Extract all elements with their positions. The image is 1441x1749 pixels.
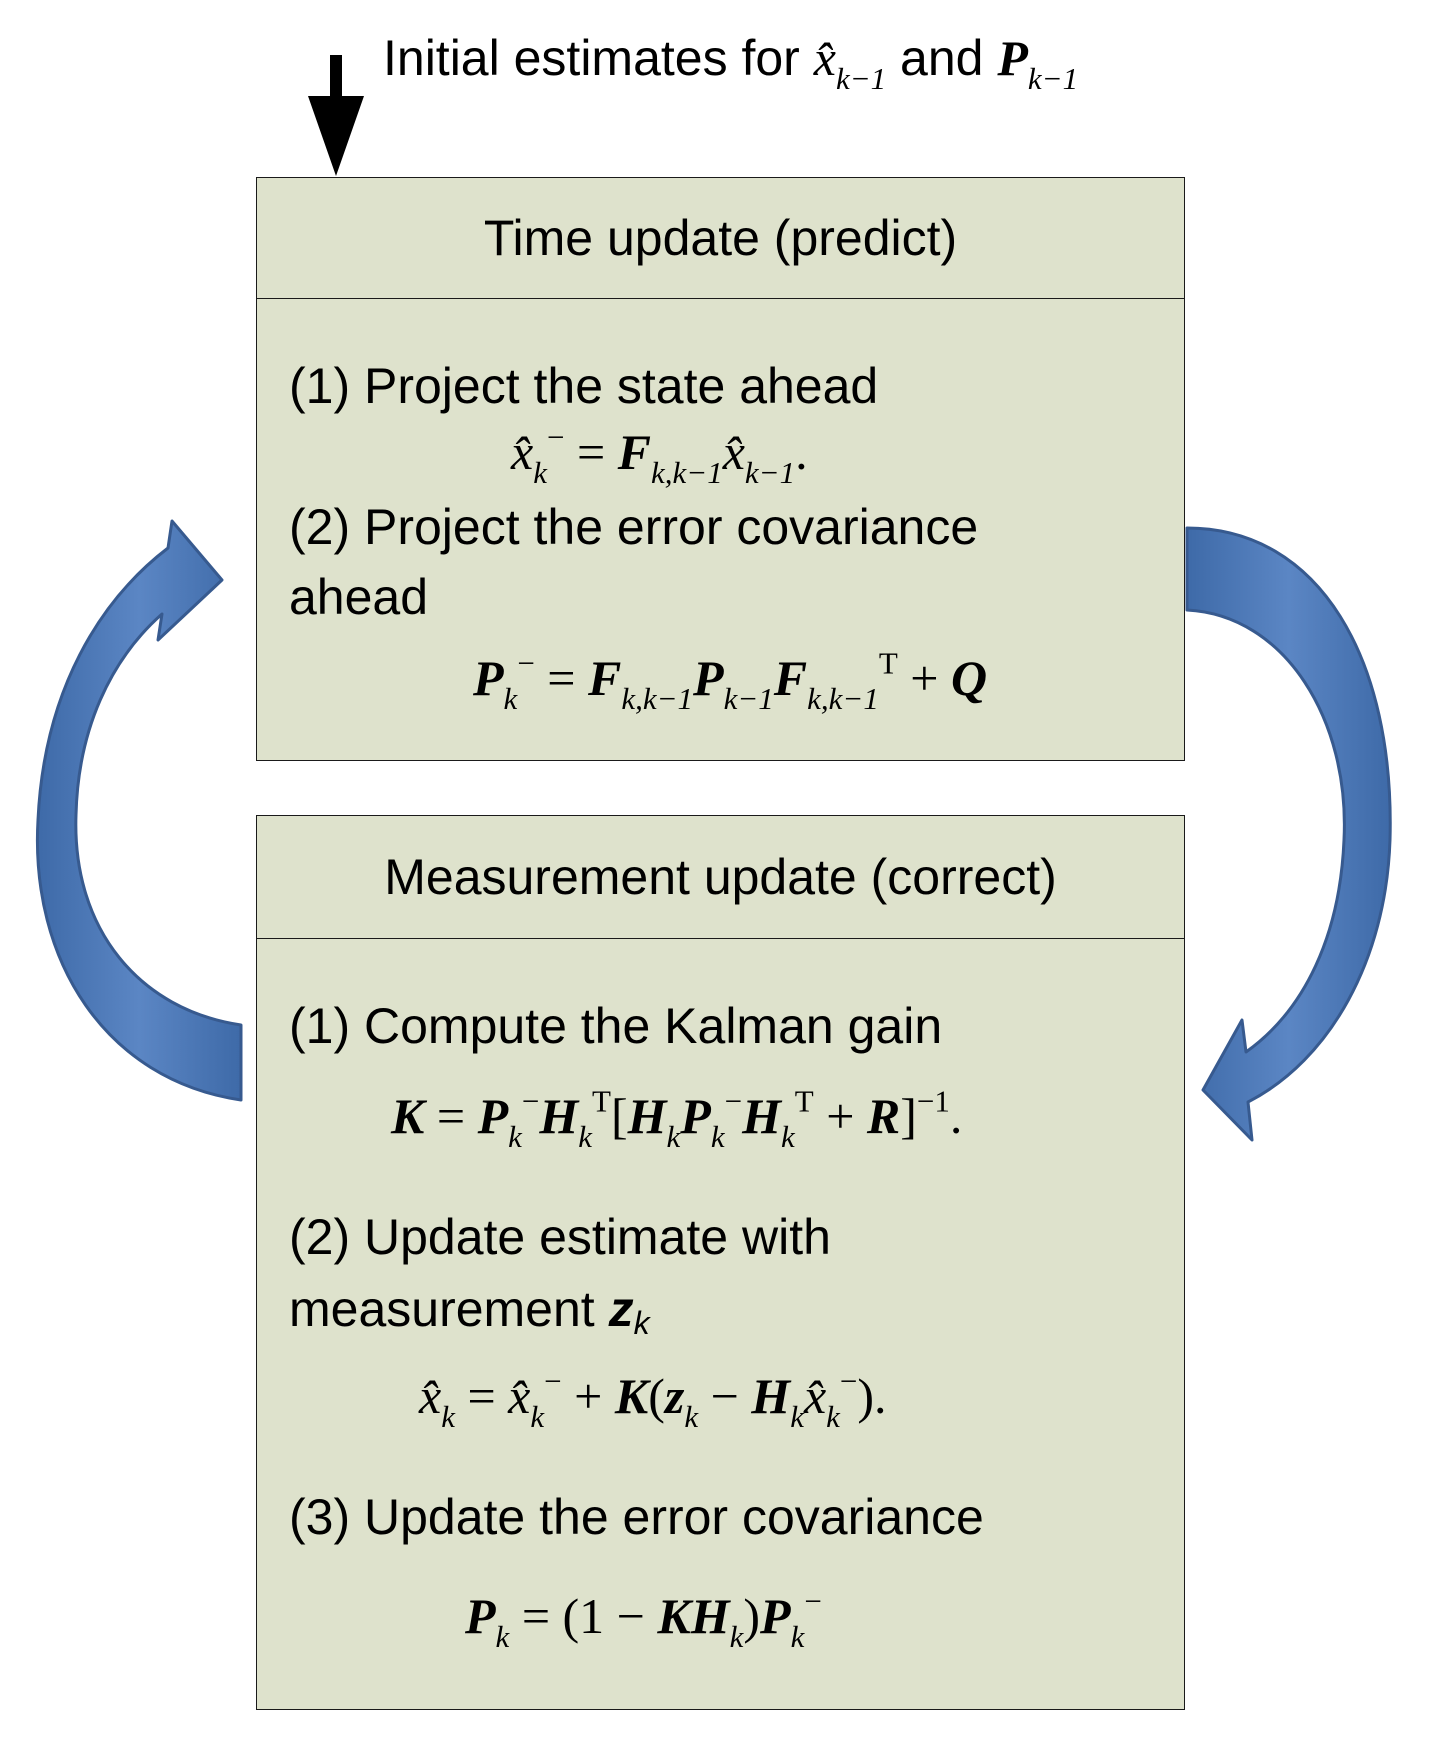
caption-p-symbol: Pk−1 [997,30,1079,96]
initial-down-arrow [308,55,364,176]
state-prediction-equation: x̂k− = Fk,k−1x̂k−1. [511,419,808,490]
meas-step1-label: (1) Compute the Kalman gain [289,998,943,1054]
right-cycle-arrow-body [1185,526,1392,1142]
measurement-update-title: Measurement update (correct) [384,849,1057,905]
time-step2-label-line1: (2) Project the error covariance [289,499,979,555]
time-update-header: Time update (predict) [257,178,1184,299]
caption-prefix: Initial estimates for [383,30,800,86]
measurement-word: measurement [289,1281,595,1337]
kalman-gain-equation: K = Pk−HkT[HkPk−HkT + R]−1. [391,1083,963,1154]
time-update-title: Time update (predict) [483,210,958,266]
meas-step2-label-line2: measurement zk [289,1274,650,1358]
caption-and: and [900,30,984,86]
measurement-update-header: Measurement update (correct) [257,816,1184,939]
meas-step3-label: (3) Update the error covariance [289,1489,984,1545]
measurement-update-box: Measurement update (correct) (1) Compute… [256,815,1185,1710]
z-k-symbol: z [608,1281,634,1337]
left-cycle-arrow [35,519,243,1102]
covariance-update-equation: Pk = (1 − KHk)Pk− [465,1583,822,1654]
time-step2-label-line2: ahead [289,569,429,625]
time-step1-label: (1) Project the state ahead [289,358,879,414]
meas-step2-label-line1: (2) Update estimate with [289,1209,831,1265]
covariance-prediction-equation: Pk− = Fk,k−1Pk−1Fk,k−1T + Q [473,645,988,716]
state-update-equation: x̂k = x̂k− + K(zk − Hkx̂k−). [419,1363,887,1434]
z-k-subscript: k [633,1305,650,1341]
initial-estimates-caption: Initial estimates for x̂k−1 and Pk−1 [383,28,1079,96]
time-update-box: Time update (predict) (1) Project the st… [256,177,1185,761]
caption-xhat-symbol: x̂k−1 [813,30,887,96]
